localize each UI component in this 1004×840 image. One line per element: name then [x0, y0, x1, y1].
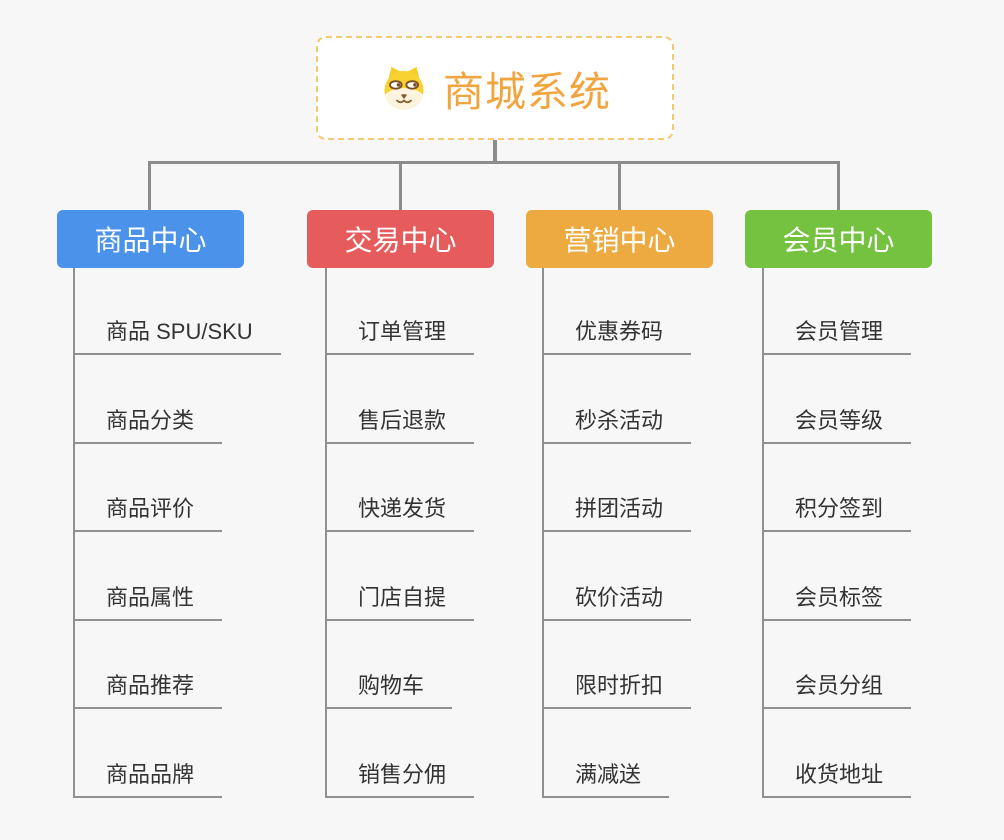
child-column-trade: 订单管理 售后退款 快递发货 门店自提 购物车 销售分佣	[325, 268, 475, 798]
child-node[interactable]: 满减送	[542, 757, 670, 798]
branch-node-marketing-center[interactable]: 营销中心	[526, 210, 713, 268]
branch-stub-line	[399, 161, 402, 210]
branch-node-product-center[interactable]: 商品中心	[57, 210, 244, 268]
child-node[interactable]: 秒杀活动	[542, 403, 692, 444]
branch-node-trade-center[interactable]: 交易中心	[307, 210, 494, 268]
branch-stub-line	[618, 161, 621, 210]
tree-item: 收货地址	[762, 709, 912, 798]
child-node[interactable]: 会员分组	[762, 668, 912, 709]
child-node[interactable]: 售后退款	[325, 403, 475, 444]
tree-item: 会员管理	[762, 268, 912, 355]
tree-item: 满减送	[542, 709, 691, 798]
branch-stub-line	[148, 161, 151, 210]
child-node[interactable]: 购物车	[325, 668, 453, 709]
child-node[interactable]: 商品评价	[73, 491, 223, 532]
child-node[interactable]: 快递发货	[325, 491, 475, 532]
child-node[interactable]: 商品属性	[73, 580, 223, 621]
child-node[interactable]: 会员等级	[762, 403, 912, 444]
branch-node-member-center[interactable]: 会员中心	[745, 210, 932, 268]
tree-item: 砍价活动	[542, 532, 692, 621]
root-title: 商城系统	[443, 69, 611, 115]
tree-item: 会员等级	[762, 355, 912, 444]
child-node[interactable]: 优惠券码	[542, 314, 692, 355]
tree-item: 商品品牌	[73, 709, 281, 798]
dog-face-icon	[379, 63, 429, 113]
tree-item: 商品属性	[73, 532, 281, 621]
child-column-marketing: 优惠券码 秒杀活动 拼团活动 砍价活动 限时折扣 满减送	[542, 268, 692, 798]
tree-item: 会员分组	[762, 621, 912, 709]
child-node[interactable]: 会员标签	[762, 580, 912, 621]
child-node[interactable]: 拼团活动	[542, 491, 692, 532]
child-column-member: 会员管理 会员等级 积分签到 会员标签 会员分组 收货地址	[762, 268, 912, 798]
tree-item: 商品分类	[73, 355, 281, 444]
tree-item: 拼团活动	[542, 444, 692, 532]
child-node[interactable]: 积分签到	[762, 491, 912, 532]
tree-item: 秒杀活动	[542, 355, 692, 444]
tree-item: 门店自提	[325, 532, 475, 621]
child-node[interactable]: 商品分类	[73, 403, 223, 444]
tree-item: 商品评价	[73, 444, 281, 532]
tree-item: 售后退款	[325, 355, 475, 444]
branch-connector-bar	[148, 161, 840, 164]
child-node[interactable]: 商品 SPU/SKU	[73, 314, 281, 355]
tree-item: 订单管理	[325, 268, 475, 355]
child-node[interactable]: 商品推荐	[73, 668, 223, 709]
tree-item: 商品推荐	[73, 621, 281, 709]
child-node[interactable]: 收货地址	[762, 757, 912, 798]
tree-item: 优惠券码	[542, 268, 692, 355]
tree-item: 商品 SPU/SKU	[73, 268, 281, 355]
tree-item: 购物车	[325, 621, 474, 709]
child-node[interactable]: 商品品牌	[73, 757, 223, 798]
child-column-product: 商品 SPU/SKU 商品分类 商品评价 商品属性 商品推荐 商品品牌	[73, 268, 281, 798]
root-node[interactable]: 商城系统	[316, 36, 674, 140]
tree-item: 快递发货	[325, 444, 475, 532]
child-node[interactable]: 砍价活动	[542, 580, 692, 621]
tree-item: 积分签到	[762, 444, 912, 532]
tree-item: 销售分佣	[325, 709, 475, 798]
child-node[interactable]: 会员管理	[762, 314, 912, 355]
child-node[interactable]: 门店自提	[325, 580, 475, 621]
child-node[interactable]: 限时折扣	[542, 668, 692, 709]
child-node[interactable]: 销售分佣	[325, 757, 475, 798]
tree-item: 会员标签	[762, 532, 912, 621]
tree-item: 限时折扣	[542, 621, 692, 709]
child-node[interactable]: 订单管理	[325, 314, 475, 355]
branch-stub-line	[837, 161, 840, 210]
root-connector-line	[493, 140, 497, 164]
